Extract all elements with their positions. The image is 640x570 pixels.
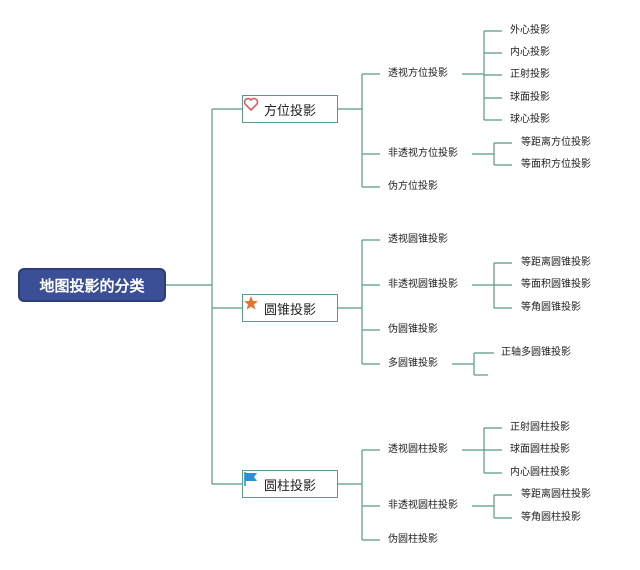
- branch-label: 圆柱投影: [263, 478, 316, 494]
- leaf-node: 内心圆柱投影: [510, 467, 570, 478]
- node-pseudo-azimuthal: 伪方位投影: [388, 181, 438, 192]
- branch-label: 方位投影: [263, 103, 316, 119]
- leaf-node: 等距离圆锥投影: [521, 257, 591, 268]
- leaf-node: 正射圆柱投影: [510, 422, 570, 433]
- branch-label: 圆锥投影: [263, 302, 316, 318]
- star-icon: [244, 296, 258, 310]
- leaf-node: 内心投影: [510, 47, 550, 58]
- leaf-node: 等距离方位投影: [521, 137, 591, 148]
- leaf-node: 等角圆锥投影: [521, 302, 581, 313]
- leaf-node: 球面圆柱投影: [510, 444, 570, 455]
- node-nonperspective-conic: 非透视圆锥投影: [388, 279, 458, 290]
- leaf-node: 正轴多圆锥投影: [501, 347, 571, 358]
- leaf-node: 等面积圆锥投影: [521, 279, 591, 290]
- branch-conic: 圆锥投影: [242, 294, 338, 322]
- node-pseudo-conic: 伪圆锥投影: [388, 324, 438, 335]
- branch-azimuthal: 方位投影: [242, 95, 338, 123]
- root-label: 地图投影的分类: [39, 276, 145, 295]
- flag-icon: [244, 472, 257, 486]
- node-nonperspective-azimuthal: 非透视方位投影: [388, 148, 458, 159]
- node-nonperspective-cylindrical: 非透视圆柱投影: [388, 500, 458, 511]
- leaf-node: 外心投影: [510, 25, 550, 36]
- leaf-node: 球心投影: [510, 114, 550, 125]
- node-pseudo-cylindrical: 伪圆柱投影: [388, 534, 438, 545]
- node-polyconic: 多圆锥投影: [388, 358, 438, 369]
- leaf-node: 等角圆柱投影: [521, 512, 581, 523]
- leaf-node: 球面投影: [510, 92, 550, 103]
- node-perspective-cylindrical: 透视圆柱投影: [388, 444, 448, 455]
- heart-icon: [243, 97, 259, 112]
- root-node: 地图投影的分类: [18, 268, 166, 302]
- node-perspective-azimuthal: 透视方位投影: [388, 68, 448, 79]
- branch-cylindrical: 圆柱投影: [242, 470, 338, 498]
- leaf-node: 正射投影: [510, 69, 550, 80]
- leaf-node: 等面积方位投影: [521, 159, 591, 170]
- node-perspective-conic: 透视圆锥投影: [388, 234, 448, 245]
- leaf-node: 等距离圆柱投影: [521, 489, 591, 500]
